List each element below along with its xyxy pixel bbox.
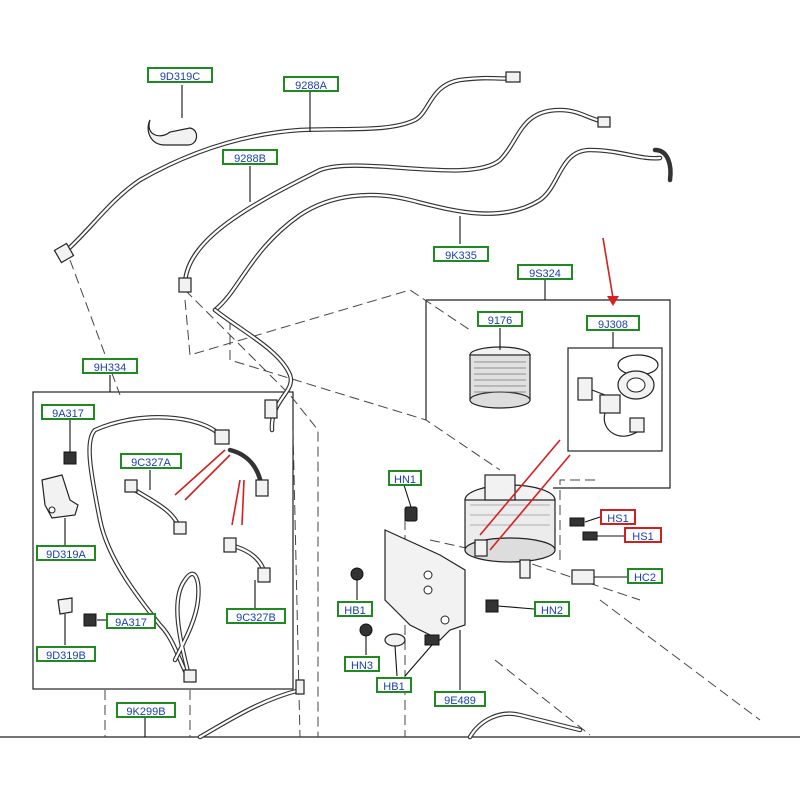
dash-line-1	[69, 259, 121, 396]
clip-hc2	[571, 569, 595, 585]
hose-9c327a	[124, 479, 187, 535]
dash-line-7	[559, 479, 600, 560]
sensor-9j308	[577, 354, 659, 437]
callout-9h334: 9H334	[82, 358, 138, 374]
callout-9288a: 9288A	[283, 76, 339, 92]
red-annotation-arrows	[174, 237, 619, 551]
box-9j308	[567, 347, 663, 452]
callout-9e489: 9E489	[434, 691, 486, 707]
tube-9288b	[182, 107, 608, 288]
fitting-lower	[264, 399, 278, 419]
tube-9k335	[212, 147, 663, 313]
leader-lines	[64, 85, 628, 737]
filter-element-9176	[469, 346, 531, 409]
clip-9d319c	[147, 119, 198, 146]
nut-hn1	[404, 506, 418, 522]
fitting-right-2	[597, 116, 611, 128]
callout-hn3: HN3	[344, 656, 380, 672]
callout-hb1-left: HB1	[337, 601, 373, 617]
dash-line-3	[184, 289, 471, 356]
callout-9j308: 9J308	[586, 315, 640, 331]
tube-9k299b	[197, 679, 583, 740]
clip-9a317-bot	[83, 613, 97, 627]
bolt-hs1-b	[582, 531, 598, 541]
callout-hs1-b: HS1	[624, 527, 662, 543]
callout-hb1-bottom: HB1	[376, 677, 412, 693]
callout-9a317-top: 9A317	[41, 404, 95, 420]
callout-9c327a: 9C327A	[120, 453, 182, 469]
dash-line-8	[494, 659, 591, 736]
callout-9d319b: 9D319B	[36, 646, 96, 662]
callout-hn2: HN2	[534, 601, 570, 617]
bracket-9d319b	[57, 597, 73, 615]
tube-9k335-end	[652, 147, 673, 183]
filter-housing	[464, 474, 556, 579]
nut-hn2	[485, 599, 499, 613]
callout-9s324: 9S324	[517, 264, 573, 280]
fitting-right-1	[505, 71, 521, 83]
hose-9c327b	[223, 537, 271, 583]
callout-hc2: HC2	[627, 568, 663, 584]
callout-9k335: 9K335	[433, 246, 489, 262]
tube-assembly-9h334	[87, 415, 269, 683]
bracket-9e489	[384, 529, 466, 641]
callout-9c327b: 9C327B	[226, 608, 286, 624]
fitting-9288b-end	[178, 277, 192, 293]
callout-9k299b: 9K299B	[116, 702, 176, 718]
dash-line-9	[599, 599, 761, 721]
nut-hn3	[359, 623, 373, 637]
bolt-hb1	[424, 634, 440, 646]
bracket-9d319a	[41, 474, 79, 519]
washer-hb1	[384, 633, 406, 647]
callout-9176: 9176	[477, 311, 523, 327]
box-9s324	[426, 299, 671, 489]
box-9h334	[32, 391, 294, 690]
nut-hb1-left	[350, 567, 364, 581]
fitting-left	[53, 242, 75, 264]
tube-lower-9288b	[212, 307, 294, 433]
bolt-hs1-a	[569, 517, 585, 527]
clip-9a317-top	[63, 451, 77, 465]
callout-hs1-a: HS1	[600, 509, 636, 525]
tube-9288a	[62, 75, 521, 255]
callout-9d319a: 9D319A	[36, 545, 96, 561]
callout-9288b: 9288B	[222, 149, 278, 165]
dash-line-2	[184, 289, 319, 737]
dash-line-4	[229, 320, 501, 471]
callout-9a317-bot: 9A317	[106, 613, 156, 629]
callout-hn1: HN1	[388, 470, 422, 486]
callout-9d319c: 9D319C	[147, 67, 213, 83]
